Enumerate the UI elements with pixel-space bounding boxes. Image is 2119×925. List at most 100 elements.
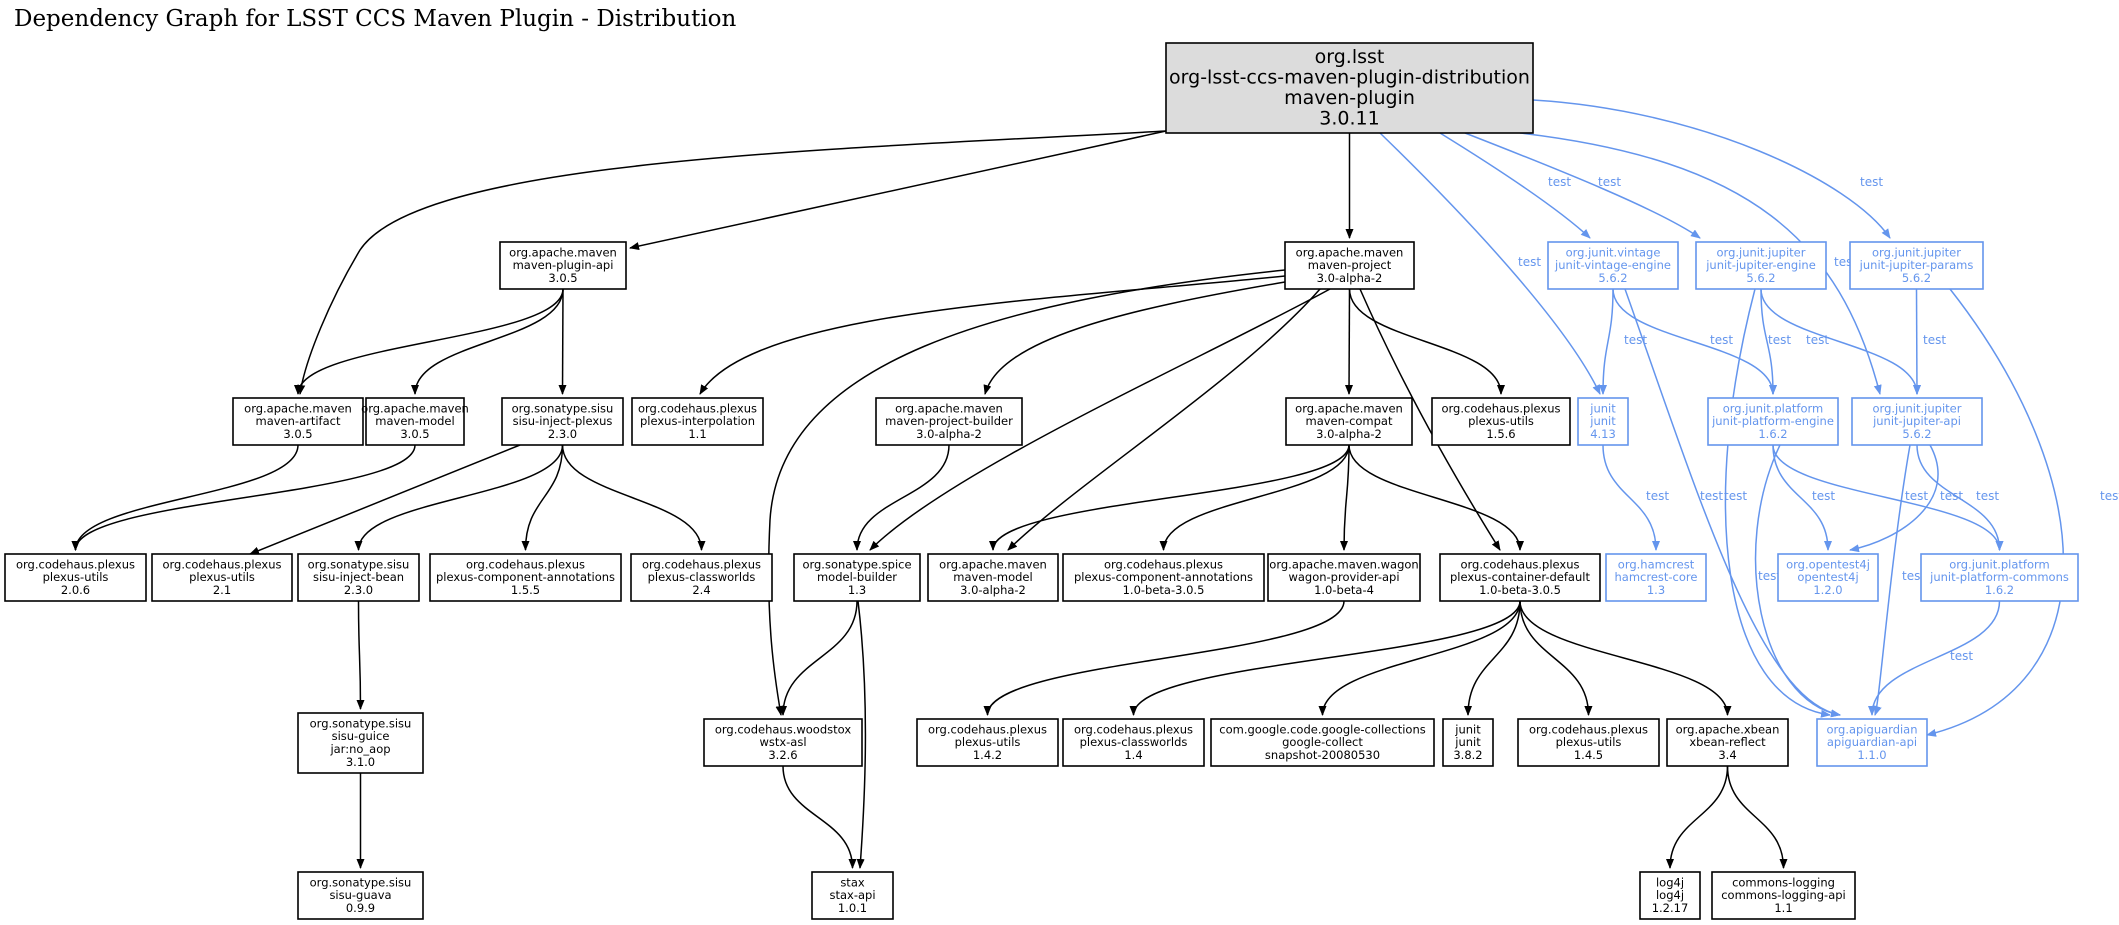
node-label-line: org.codehaus.woodstox [715,722,851,736]
edge-plugin-api-to-maven-model-305 [411,288,564,395]
edge-maven-compat-to-container-default [1348,444,1524,551]
node-label-line: 3.1.0 [346,755,375,769]
edge-jupiter-api-to-apiguardian [1874,444,1911,716]
edge-vintage-engine-to-platform-engine [1612,288,1777,395]
edge-root-to-maven-artifact [297,130,1167,395]
edge-label-test: test [1950,649,1973,663]
node-container-default: org.codehaus.plexusplexus-container-defa… [1439,553,1601,602]
node-box [1439,553,1601,602]
node-label-line: hamcrest-core [1615,570,1698,584]
node-box [1165,42,1534,134]
node-box [1851,397,1983,446]
edge-label-test: test [1758,569,1781,583]
node-label-line: 1.4.5 [1574,748,1603,762]
node-label-line: plexus-container-default [1450,570,1590,584]
node-box [1920,553,2079,602]
edge-container-default-to-junit-382 [1464,600,1521,716]
node-label-line: 2.4 [692,583,710,597]
edge-label-test: test [1724,489,1747,503]
node-box [916,718,1059,767]
node-label-line: google-collect [1282,735,1363,749]
node-label-line: plexus-utils [1468,414,1534,428]
node-label-line: 2.1 [213,583,231,597]
node-label-line: wstx-asl [759,735,806,749]
node-label-line: 1.0-beta-3.0.5 [1123,583,1205,597]
node-box [429,553,622,602]
edge-sisu-inject-plexus-to-sisu-inject-bean [354,444,564,551]
node-label-line: junit-platform-engine [1711,414,1834,428]
node-label-line: org.apache.maven [1295,401,1403,415]
node-label-line: junit-jupiter-engine [1705,258,1816,272]
node-box [1711,871,1856,920]
node-label-line: org.apache.maven [361,401,469,415]
edge-model-builder-to-stax [856,600,867,869]
node-pca-155: org.codehaus.plexusplexus-component-anno… [429,553,622,602]
edge-sisu-inject-plexus-to-plexus-classworlds-24 [561,444,706,551]
node-box [151,553,293,602]
edge-woodstox-to-stax [782,765,857,869]
edge-label-test: test [1806,333,1829,347]
edge-jupiter-engine-to-jupiter-api [1760,288,1921,395]
edge-label-test: test [1710,333,1733,347]
node-label-line: 5.6.2 [1598,271,1627,285]
node-label-line: org.junit.platform [1723,401,1824,415]
node-box [499,241,627,290]
node-label-line: org.codehaus.plexus [16,557,135,571]
node-box [365,397,465,446]
node-box [1517,718,1660,767]
edge-sisu-inject-plexus-to-plexus-utils-21 [249,444,521,555]
edge-jupiter-engine-to-apiguardian [1724,288,1831,718]
node-label-line: com.google.code.google-collections [1219,722,1425,736]
node-box [1285,397,1413,446]
edge-label-test: test [1812,489,1835,503]
node-label-line: junit [1454,722,1481,736]
node-label-line: 1.4.2 [973,748,1002,762]
node-label-line: 1.0-beta-3.0.5 [1479,583,1561,597]
node-label-line: sisu-inject-bean [313,570,404,584]
node-label-line: org.apiguardian [1826,722,1917,736]
node-label-line: junit-jupiter-params [1859,258,1974,272]
node-label-line: sisu-guice [332,729,390,743]
edge-jupiter-api-to-opentest4j [1849,444,1939,553]
node-label-line: wagon-provider-api [1288,570,1399,584]
node-box [631,397,764,446]
node-label-line: org.hamcrest [1618,557,1695,571]
node-label-line: 1.1.0 [1857,748,1886,762]
edge-maven-compat-to-pca-beta [1159,444,1350,551]
edge-root-to-plugin-api [629,130,1167,250]
node-label-line: 4.13 [1590,427,1616,441]
node-label-line: maven-project [1308,258,1392,272]
edge-jupiter-engine-to-platform-engine [1760,288,1777,395]
node-box [793,553,921,602]
node-label-line: 5.6.2 [1902,427,1931,441]
node-label-line: 1.0-beta-4 [1314,583,1374,597]
node-label-line: plexus-classworlds [1080,735,1188,749]
node-box [1695,241,1827,290]
node-label-line: org-lsst-ccs-maven-plugin-distribution [1169,66,1530,88]
node-label-line: 1.2.17 [1652,901,1689,915]
edge-maven-project-to-maven-compat [1345,288,1354,395]
node-label-line: 5.6.2 [1746,271,1775,285]
node-box [1605,553,1707,602]
edge-maven-compat-to-wagon [1340,444,1350,551]
node-box [1816,718,1928,767]
node-label-line: 5.6.2 [1902,271,1931,285]
node-label-line: 2.3.0 [344,583,373,597]
edge-model-builder-to-woodstox [779,600,858,716]
edge-sisu-inject-plexus-to-pca-155 [521,444,564,551]
edge-maven-model-305-to-plexus-utils-206 [71,444,416,551]
node-box [703,718,863,767]
node-label-line: sisu-inject-plexus [513,414,613,428]
node-box [927,553,1059,602]
node-root: org.lsstorg-lsst-ccs-maven-plugin-distri… [1165,42,1534,134]
node-label-line: 1.6.2 [1985,583,2014,597]
